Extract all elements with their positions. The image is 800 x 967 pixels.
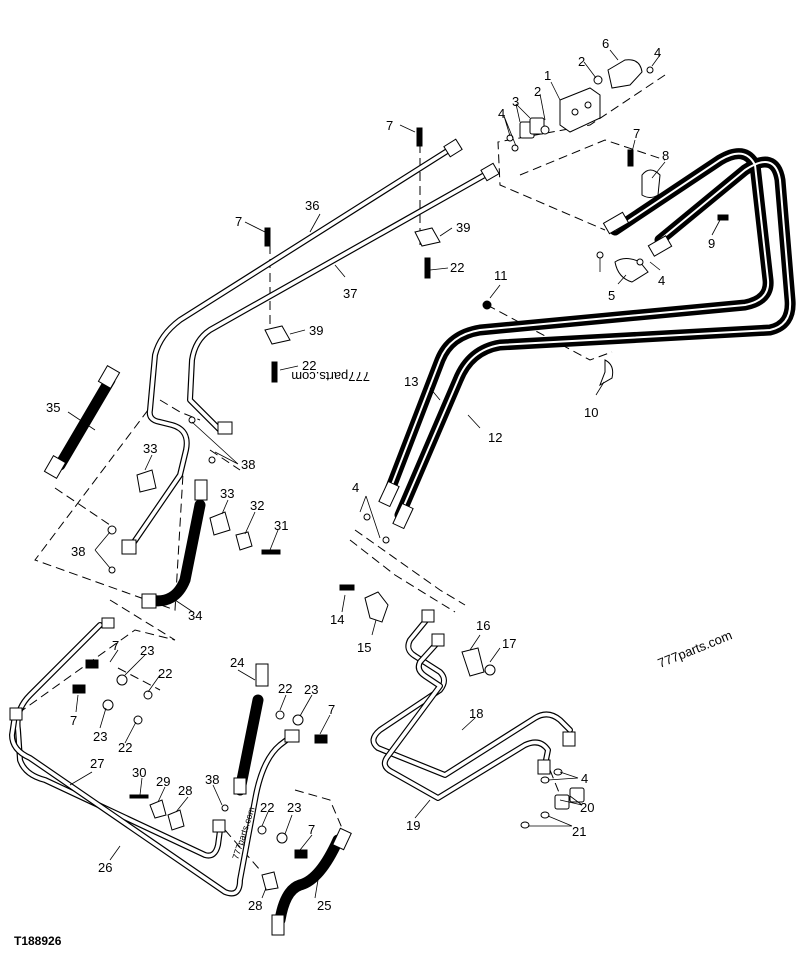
- rigid-tubes: [9, 145, 573, 897]
- flexible-hoses: [54, 148, 796, 926]
- callout-29: 29: [156, 774, 170, 789]
- elbow-fitting-5: [596, 251, 649, 283]
- callout-34: 34: [188, 608, 202, 623]
- hose-couplers: [43, 365, 352, 936]
- callout-21: 21: [572, 824, 586, 839]
- hose-ends-upper: [378, 211, 673, 530]
- callout-35: 35: [46, 400, 60, 415]
- callout-22: 22: [302, 358, 316, 373]
- callout-4: 4: [581, 771, 588, 786]
- callout-4: 4: [654, 45, 661, 60]
- callout-38: 38: [71, 544, 85, 559]
- callout-30: 30: [132, 765, 146, 780]
- tube-ends: [9, 138, 576, 833]
- callout-33: 33: [220, 486, 234, 501]
- callout-10: 10: [584, 405, 598, 420]
- callout-38: 38: [241, 457, 255, 472]
- callout-23: 23: [93, 729, 107, 744]
- clamp-8: [641, 169, 661, 198]
- callout-36: 36: [305, 198, 319, 213]
- callout-18: 18: [469, 706, 483, 721]
- callout-4: 4: [498, 106, 505, 121]
- callout-7: 7: [308, 822, 315, 837]
- callout-38: 38: [205, 772, 219, 787]
- callout-13: 13: [404, 374, 418, 389]
- callout-39: 39: [456, 220, 470, 235]
- fittings-and-hardware: [9, 59, 729, 936]
- callout-23: 23: [287, 800, 301, 815]
- callout-6: 6: [602, 36, 609, 51]
- callout-2: 2: [534, 84, 541, 99]
- callout-9: 9: [708, 236, 715, 251]
- callout-39: 39: [309, 323, 323, 338]
- callout-33: 33: [143, 441, 157, 456]
- callout-4: 4: [658, 273, 665, 288]
- callout-19: 19: [406, 818, 420, 833]
- callout-1: 1: [544, 68, 551, 83]
- callout-23: 23: [140, 643, 154, 658]
- adapter-fittings-3: [506, 117, 550, 152]
- watermark-text: 777parts.com: [291, 369, 370, 384]
- elbow-fitting-6: [593, 59, 654, 89]
- callout-15: 15: [357, 640, 371, 655]
- callout-22: 22: [118, 740, 132, 755]
- assembly-guide-lines: [19, 74, 666, 871]
- callout-7: 7: [70, 713, 77, 728]
- callout-11: 11: [494, 268, 508, 283]
- callout-28: 28: [178, 783, 192, 798]
- callout-24: 24: [230, 655, 244, 670]
- watermark-text: 777parts.com: [656, 627, 735, 670]
- callout-22: 22: [158, 666, 172, 681]
- callout-8: 8: [662, 148, 669, 163]
- callout-16: 16: [476, 618, 490, 633]
- callout-37: 37: [343, 286, 357, 301]
- callout-7: 7: [328, 702, 335, 717]
- callout-27: 27: [90, 756, 104, 771]
- callout-7: 7: [112, 638, 119, 653]
- callout-26: 26: [98, 860, 112, 875]
- callout-28: 28: [248, 898, 262, 913]
- clamps-28-29: [149, 799, 279, 891]
- nuts-washers: [102, 258, 644, 844]
- callout-20: 20: [580, 800, 594, 815]
- callout-7: 7: [235, 214, 242, 229]
- callout-5: 5: [608, 288, 615, 303]
- callout-22: 22: [450, 260, 464, 275]
- callout-22: 22: [278, 681, 292, 696]
- bolts: [72, 127, 729, 859]
- callout-25: 25: [317, 898, 331, 913]
- callout-7: 7: [386, 118, 393, 133]
- callout-14: 14: [330, 612, 344, 627]
- callout-2: 2: [578, 54, 585, 69]
- clamps-33-32: [136, 469, 253, 551]
- callout-3: 3: [512, 94, 519, 109]
- clamps-39: [264, 227, 441, 345]
- callout-labels: 1 2 2 3 4 4 4 4 4 5 6 7 7 7 7 7 7 7 8 9 …: [46, 36, 715, 913]
- callout-12: 12: [488, 430, 502, 445]
- callout-4: 4: [352, 480, 359, 495]
- valve-block-1: [559, 87, 601, 133]
- callout-23: 23: [304, 682, 318, 697]
- callout-22: 22: [260, 800, 274, 815]
- leader-lines: [67, 49, 721, 899]
- callout-32: 32: [250, 498, 264, 513]
- fittings-20-21: [520, 768, 585, 829]
- clamp-10: [599, 359, 614, 387]
- watermarks: 777parts.com 777parts.com 777parts.com: [230, 369, 734, 861]
- bracket-15-16: [364, 591, 496, 677]
- callout-31: 31: [274, 518, 288, 533]
- callout-7: 7: [633, 126, 640, 141]
- callout-17: 17: [502, 636, 516, 651]
- figure-id: T188926: [14, 934, 62, 948]
